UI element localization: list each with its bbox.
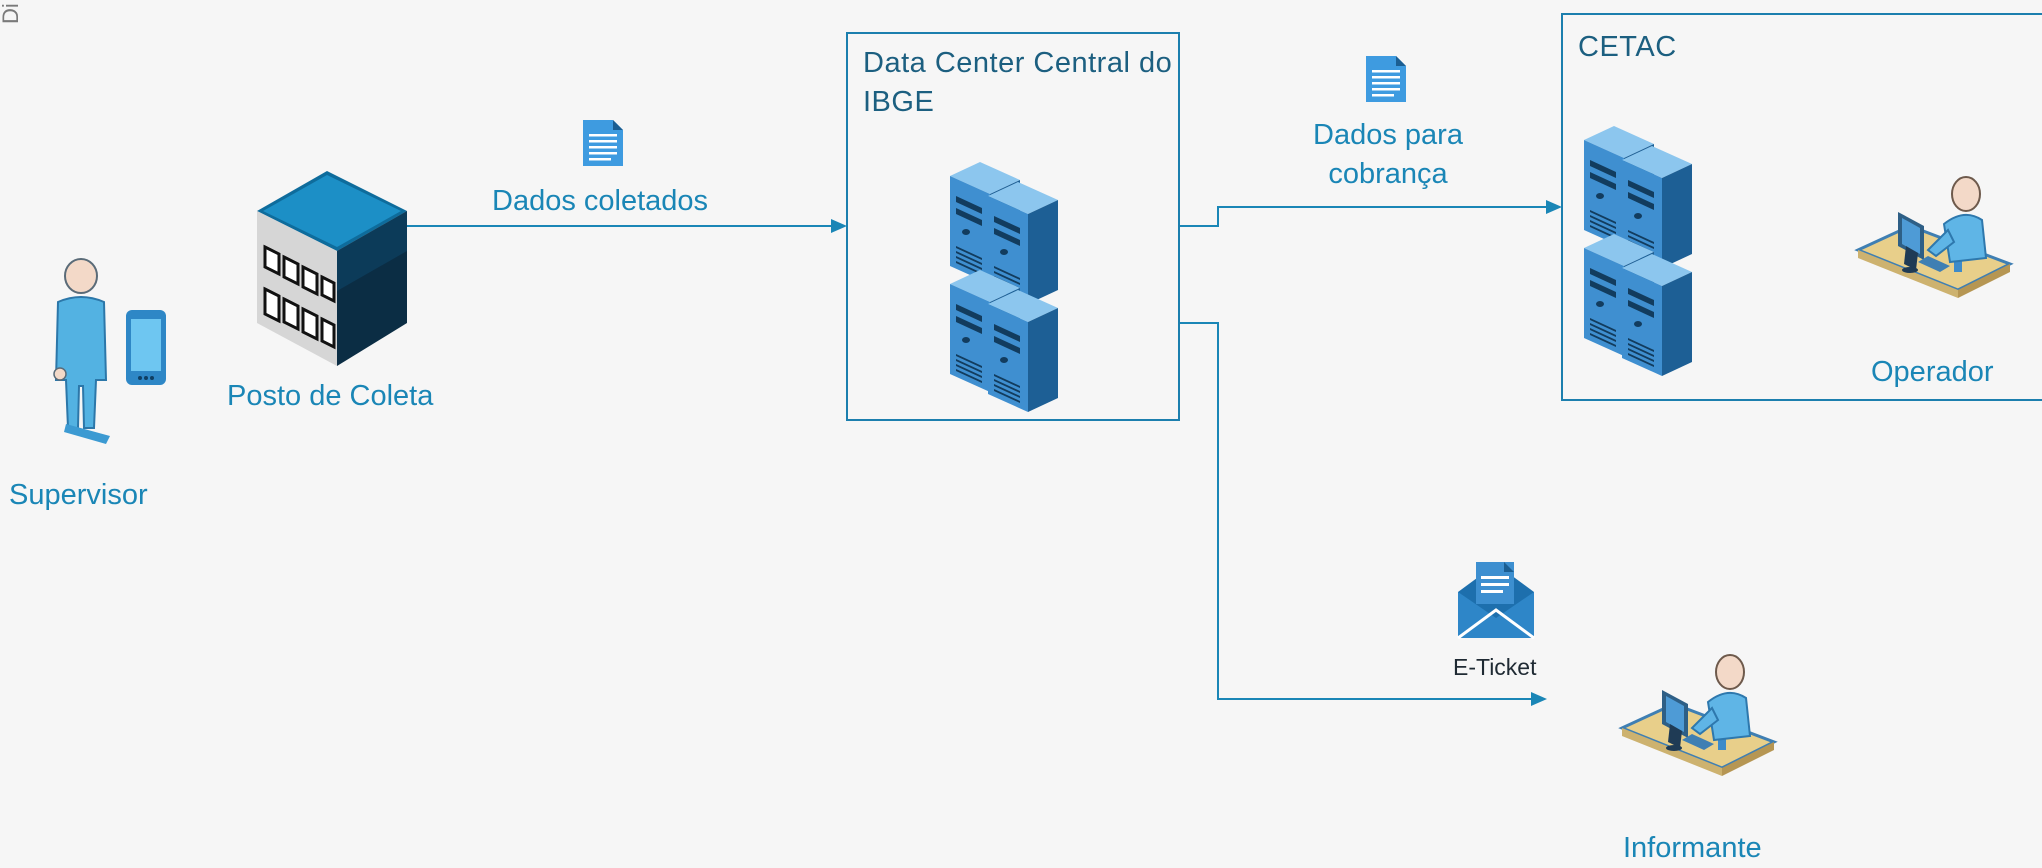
- informant-workstation-icon: [1620, 653, 1776, 778]
- dados-coletados-label: Dados coletados: [492, 185, 709, 217]
- document-icon: [1366, 56, 1406, 102]
- cetac-title: CETAC: [1578, 31, 1677, 63]
- edge-label: Di: [0, 3, 22, 24]
- connector-dados-coletados: [405, 219, 847, 233]
- supervisor-label: Supervisor: [9, 479, 148, 511]
- connector-dados-cobranca: [1180, 200, 1562, 227]
- informante-label: Informante: [1623, 832, 1762, 864]
- operator-workstation-icon: [1856, 175, 2012, 300]
- posto-de-coleta-label: Posto de Coleta: [227, 380, 434, 412]
- operador-label: Operador: [1871, 356, 1994, 388]
- dados-cobranca-label: Dados para cobrança: [1313, 119, 1463, 190]
- supervisor-person-icon: [53, 258, 110, 444]
- connector-eticket: [1180, 322, 1547, 706]
- phone-icon: [126, 310, 166, 385]
- eticket-label: E-Ticket: [1453, 654, 1537, 680]
- building-icon: [257, 171, 407, 366]
- server-rack-icon: [1584, 126, 1692, 376]
- server-rack-icon: [950, 162, 1058, 412]
- email-envelope-icon: [1457, 562, 1535, 640]
- datacenter-title: Data Center Central do IBGE: [863, 47, 1173, 118]
- document-icon: [583, 120, 623, 166]
- datacenter-box: [846, 32, 1180, 421]
